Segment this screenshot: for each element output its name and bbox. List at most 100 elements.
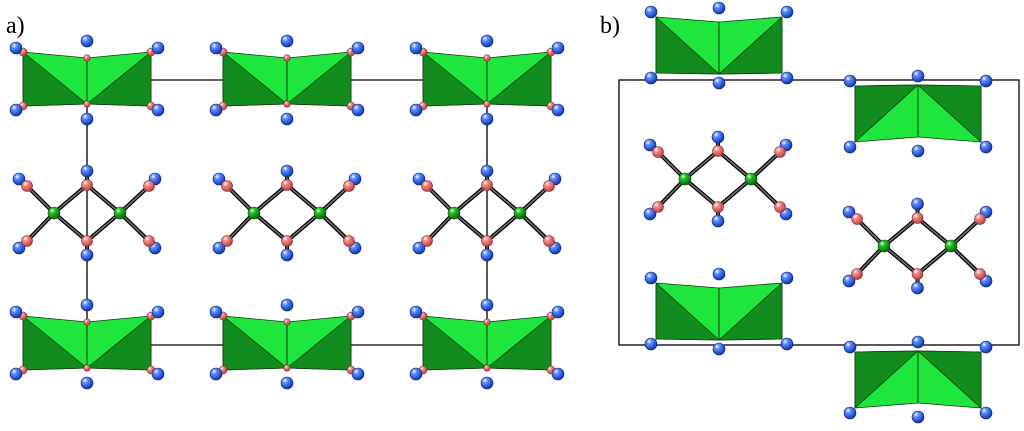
blue-atom [9,367,23,381]
polyhedron-pair [655,282,783,341]
bond-line-highlight [453,212,488,242]
green-atom [744,172,758,186]
bond-line-highlight [519,185,550,214]
polyhedron-face-dark [22,51,88,107]
bond-line-highlight [684,150,719,180]
blue-atom [979,406,993,420]
red-atom [143,180,155,192]
blue-atom [412,241,426,255]
bond-line-highlight [26,212,55,242]
blue-atom [351,103,365,117]
red-atom [652,146,664,158]
green-atom [513,206,527,220]
red-atom [774,201,786,213]
bond-line-highlight [750,151,781,180]
red-atom [483,54,491,62]
blue-atom [780,5,794,19]
bond-line-highlight [119,185,150,214]
blue-atom [12,172,26,186]
polyhedron-face-dark [655,282,720,341]
blue-atom [843,406,857,420]
red-atom [483,100,491,108]
red-atom [911,268,924,280]
red-atom [543,235,555,247]
polyhedron-pair [22,51,152,107]
blue-atom [80,112,94,126]
unit-cell-b [618,79,1020,346]
red-atom [343,235,355,247]
red-atom [421,180,433,192]
bond-line-highlight [486,212,521,242]
red-atom [543,180,555,192]
red-atom [421,235,433,247]
polyhedron-face-dark [917,84,982,143]
blue-atom [911,144,925,158]
blue-atom [911,335,925,349]
polyhedron-pair [854,350,982,409]
blue-atom [280,112,294,126]
red-atom [283,364,291,372]
blue-atom [212,172,226,186]
red-atom [911,212,924,224]
blue-atom [412,172,426,186]
bond-line-highlight [286,184,321,214]
polyhedron-face-dark [86,51,152,107]
blue-atom [480,34,494,48]
red-atom [343,180,355,192]
bond-line-highlight [657,151,686,180]
polyhedron-face-dark [222,51,288,107]
polyhedron-pair [222,51,352,107]
blue-atom [712,267,726,281]
blue-atom [209,367,223,381]
blue-atom [911,281,924,295]
bond-line-highlight [717,150,752,180]
bond-line-highlight [856,218,885,247]
blue-atom [209,103,223,117]
polyhedron-face-dark [286,51,352,107]
blue-atom [151,103,165,117]
blue-atom [409,305,423,319]
blue-atom [979,340,993,354]
red-atom [83,364,91,372]
blue-atom [151,367,165,381]
blue-atom [409,41,423,55]
red-atom [481,235,493,247]
bond-line-highlight [53,184,88,214]
blue-atom [280,376,294,390]
blue-atom [712,342,726,356]
blue-atom [842,274,856,288]
polyhedron-face-dark [655,16,720,75]
bond-line-highlight [883,245,919,275]
red-atom [481,179,493,191]
blue-atom [351,367,365,381]
bond-line-highlight [453,184,488,214]
blue-atom [551,103,565,117]
bond-line-highlight [519,212,550,242]
bond-line-highlight [119,212,150,242]
polyhedron-face-dark [222,315,288,371]
blue-atom [711,130,725,144]
bond-line-highlight [856,245,885,275]
blue-atom [480,164,494,178]
red-atom [283,100,291,108]
polyhedron-face-dark [422,315,488,371]
blue-atom [551,41,565,55]
blue-atom [480,112,494,126]
blue-atom [212,241,226,255]
bond-line-highlight [950,245,981,275]
blue-atom [643,138,657,152]
blue-atom [843,74,857,88]
bond-line-highlight [226,185,255,214]
bond-line-highlight [950,218,981,247]
green-atom [944,239,958,253]
red-atom [221,180,233,192]
polyhedron-face-dark [422,51,488,107]
bond-line-highlight [883,217,919,247]
bond-line-highlight [717,178,752,208]
blue-atom [643,207,657,221]
green-atom [678,172,692,186]
polyhedron-pair [655,16,783,75]
blue-atom [351,41,365,55]
red-atom [974,268,986,280]
bond-line-highlight [684,178,719,208]
